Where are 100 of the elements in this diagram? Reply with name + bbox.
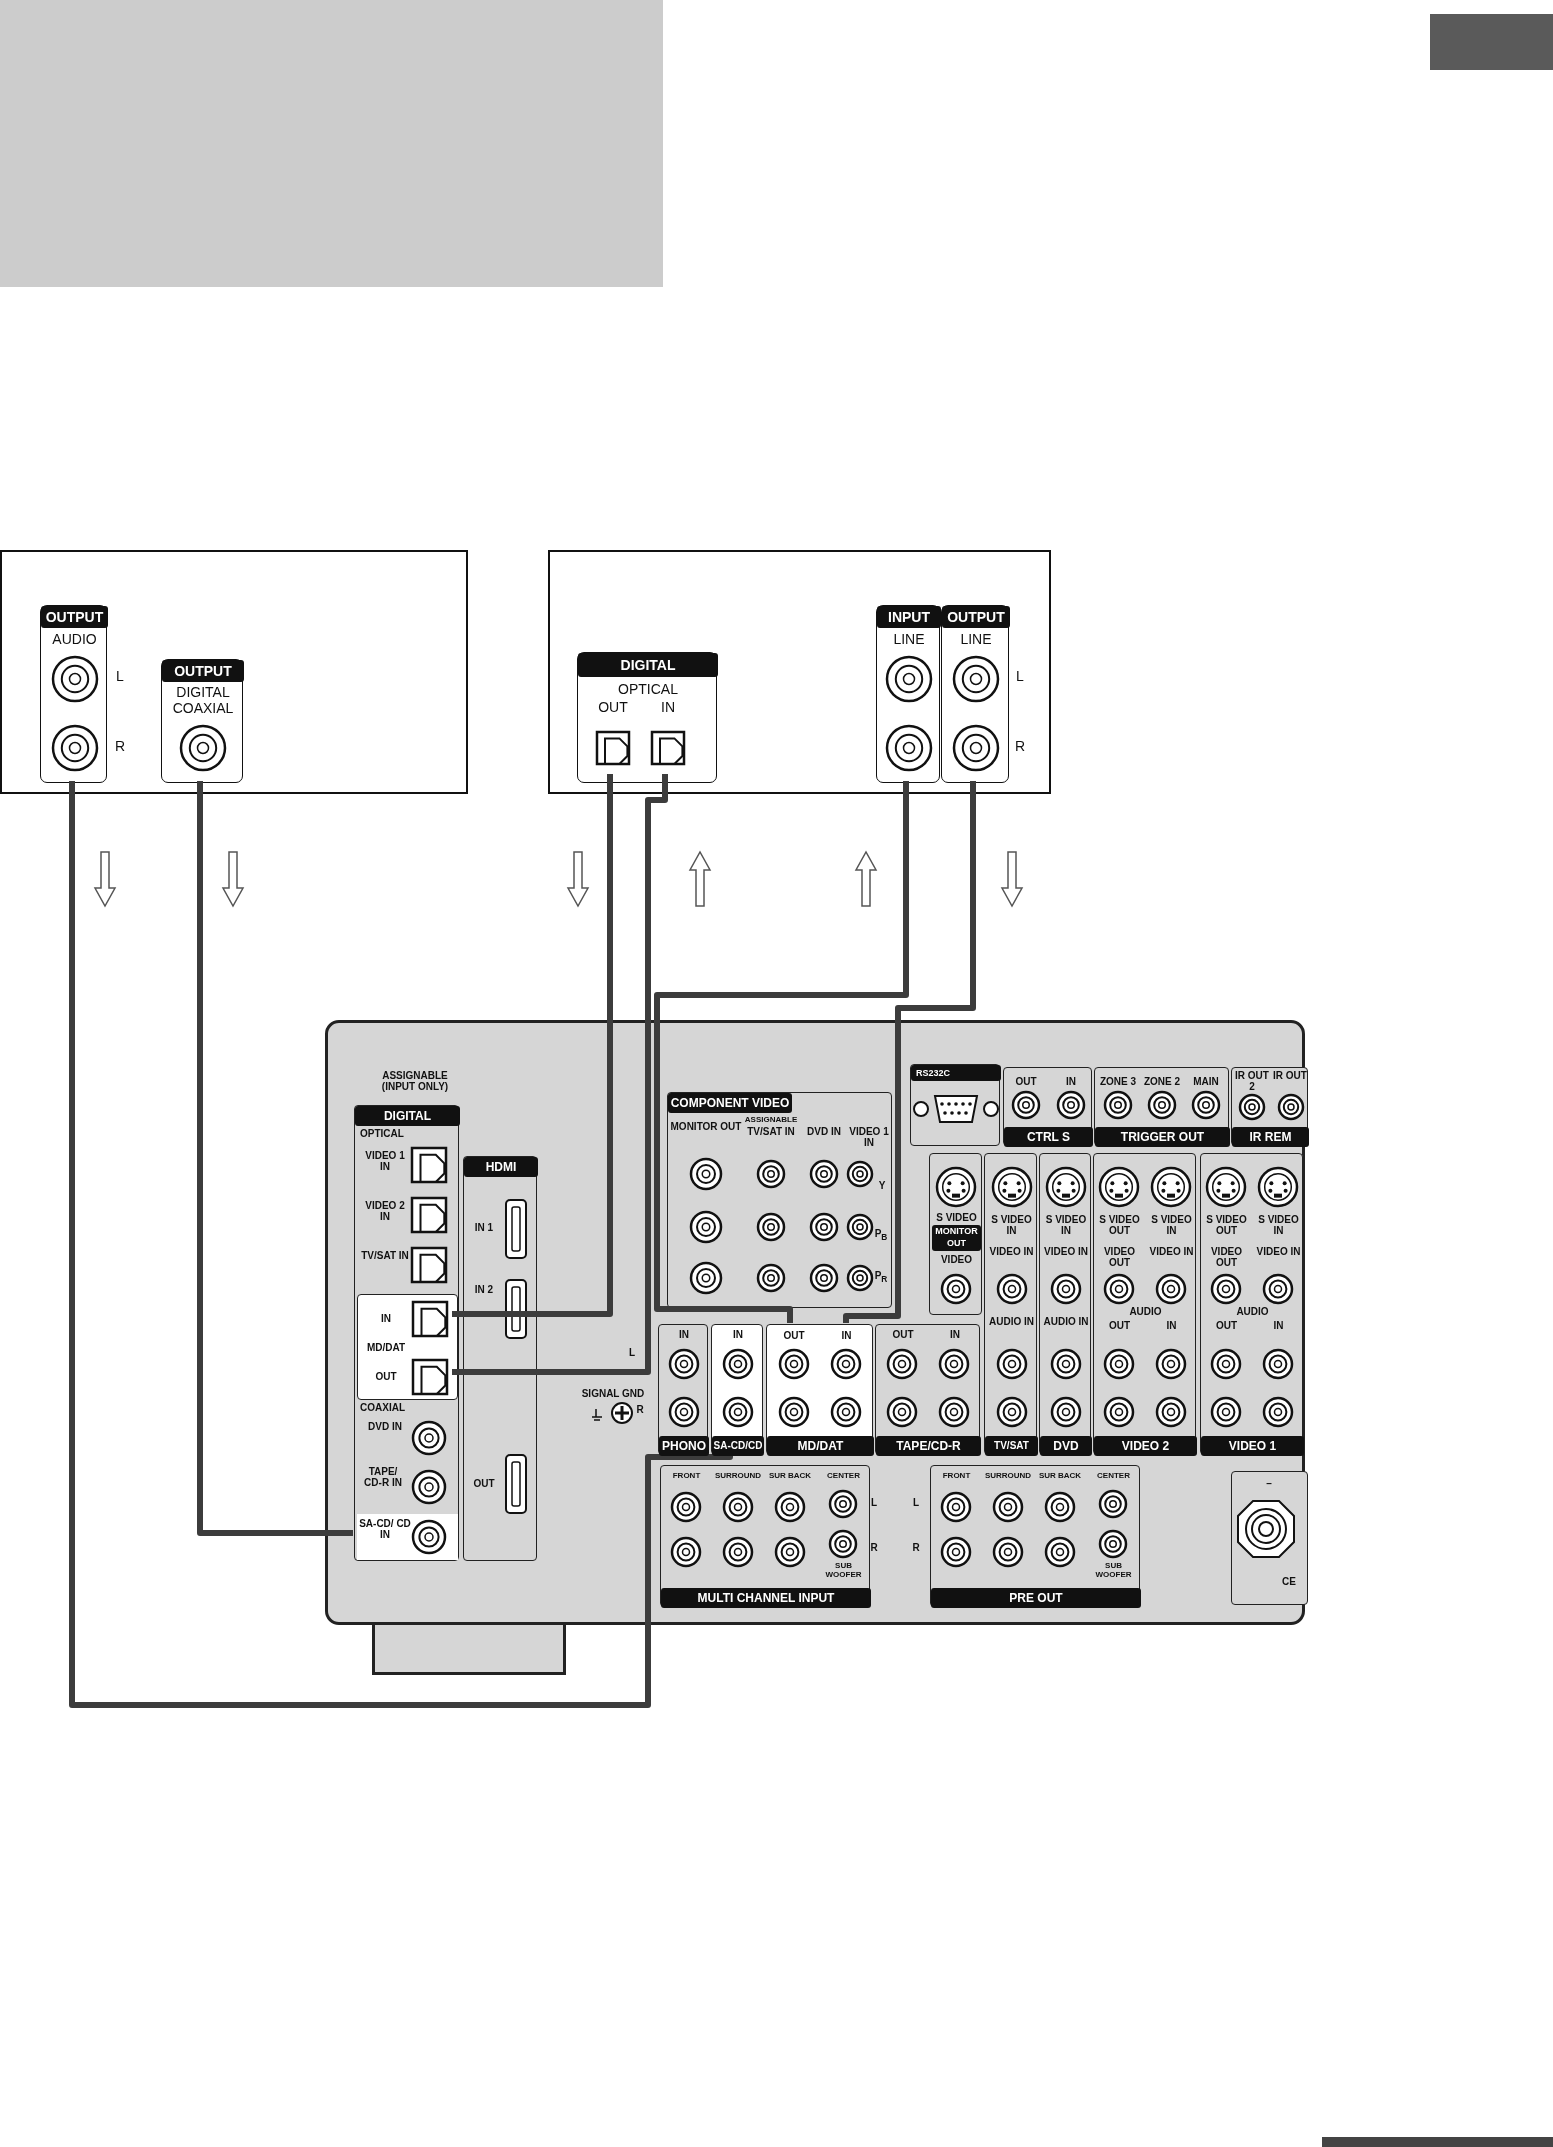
jack-label: S VIDEO OUT bbox=[1205, 1214, 1248, 1236]
jack-label: FRONT bbox=[941, 1470, 972, 1481]
section-heading: SA-CD/CD bbox=[712, 1436, 764, 1456]
jack-label: DVD IN bbox=[367, 1421, 403, 1432]
connector-section bbox=[766, 1324, 873, 1455]
jack-panel bbox=[941, 605, 1009, 783]
jack-label: IN bbox=[840, 1330, 853, 1341]
jack-label: SUR BACK bbox=[767, 1470, 813, 1481]
jack-label: SA-CD/ CD IN bbox=[359, 1518, 411, 1540]
jack-label: DIGITAL COAXIAL bbox=[171, 684, 235, 716]
section-heading: TRIGGER OUT bbox=[1095, 1127, 1230, 1147]
jack-label: Y bbox=[877, 1180, 887, 1191]
jack-label: AUDIO IN bbox=[988, 1316, 1035, 1327]
jack-label: SURROUND bbox=[983, 1470, 1033, 1481]
jack-label: IN bbox=[380, 1313, 392, 1324]
cable bbox=[843, 781, 976, 1323]
section-heading: TV/SAT bbox=[985, 1436, 1038, 1456]
channel-label: R bbox=[911, 1542, 921, 1553]
jack-label: CENTER bbox=[1096, 1470, 1131, 1481]
jack-label: IR OUT bbox=[1272, 1070, 1308, 1081]
jack-label: SURROUND bbox=[713, 1470, 763, 1481]
channel-label: L bbox=[911, 1497, 921, 1508]
jack-label: P$_{R}$ bbox=[873, 1270, 889, 1285]
jack-label: LINE bbox=[892, 631, 926, 647]
cable bbox=[69, 781, 733, 1708]
section-heading: RS232C bbox=[911, 1065, 1001, 1081]
jack-label: IN 2 bbox=[473, 1284, 495, 1295]
jack-label: MD/DAT bbox=[365, 1342, 407, 1353]
jack-label: CENTER bbox=[826, 1470, 861, 1481]
connector-section bbox=[875, 1324, 980, 1455]
connector-section bbox=[910, 1064, 1000, 1146]
connector-section bbox=[1200, 1153, 1303, 1455]
section-heading: VIDEO 2 bbox=[1094, 1436, 1197, 1456]
connector-section bbox=[1039, 1153, 1091, 1455]
jack-label: S VIDEO IN bbox=[990, 1214, 1033, 1236]
channel-label: L bbox=[1015, 668, 1025, 684]
jack-label: IN bbox=[1065, 1076, 1077, 1087]
jack-label: OUT bbox=[374, 1371, 398, 1382]
cable bbox=[452, 774, 668, 1375]
jack-label: OPTICAL bbox=[360, 1128, 405, 1139]
jack-label: MAIN bbox=[1192, 1076, 1220, 1087]
section-heading: OUTPUT bbox=[41, 606, 108, 628]
jack-label: AUDIO IN bbox=[1042, 1316, 1090, 1327]
channel-label: L bbox=[869, 1497, 879, 1508]
jack-label: SUR BACK bbox=[1037, 1470, 1083, 1481]
jack-label: OUT bbox=[1107, 1320, 1132, 1331]
jack-label: TAPE/ CD-R IN bbox=[363, 1466, 403, 1488]
section-heading: DIGITAL bbox=[578, 653, 718, 677]
jack-panel bbox=[40, 605, 107, 783]
jack-label: TV/SAT IN bbox=[360, 1250, 410, 1261]
jack-label: SUB WOOFER bbox=[824, 1561, 863, 1579]
jack-label: FRONT bbox=[671, 1470, 702, 1481]
jack-label: IN 1 bbox=[473, 1222, 495, 1233]
jack-label: MONITOR OUT bbox=[670, 1121, 742, 1132]
jack-label: VIDEO IN bbox=[988, 1246, 1035, 1257]
cable bbox=[197, 781, 353, 1536]
connector-section bbox=[929, 1153, 982, 1315]
jack-label: IN bbox=[949, 1329, 961, 1340]
jack-label: VIDEO 1 IN bbox=[849, 1126, 889, 1148]
channel-label: R bbox=[1013, 738, 1027, 754]
section-heading: PRE OUT bbox=[931, 1588, 1141, 1608]
jack-label: CE bbox=[1281, 1576, 1297, 1587]
jack-label: COAXIAL bbox=[360, 1402, 406, 1413]
jack-panel bbox=[876, 605, 940, 783]
jack-label: IN bbox=[1272, 1320, 1285, 1331]
jack-label: OUT bbox=[891, 1329, 915, 1340]
connector-section bbox=[1231, 1067, 1308, 1146]
section-heading: DIGITAL bbox=[355, 1106, 460, 1126]
channel-label: R bbox=[869, 1542, 879, 1553]
jack-label: AUDIO bbox=[51, 631, 98, 647]
jack-label: ZONE 2 bbox=[1142, 1076, 1182, 1087]
jack-label: VIDEO IN bbox=[1148, 1246, 1195, 1257]
connector-section bbox=[463, 1156, 537, 1561]
device-panel bbox=[0, 550, 468, 794]
jack-label: VIDEO OUT bbox=[1209, 1246, 1244, 1268]
jack-label: ZONE 3 bbox=[1098, 1076, 1138, 1087]
jack-label: P$_{B}$ bbox=[873, 1228, 889, 1243]
connector-section bbox=[711, 1324, 763, 1455]
section-heading: HDMI bbox=[464, 1157, 538, 1177]
jack-label: DVD IN bbox=[806, 1126, 842, 1137]
jack-label: IN bbox=[1165, 1320, 1178, 1331]
jack-label: LINE bbox=[959, 631, 993, 647]
terminal-label: SIGNAL GND bbox=[580, 1388, 646, 1399]
jack-label: VIDEO 1 IN bbox=[364, 1150, 406, 1172]
section-heading: CTRL S bbox=[1004, 1127, 1093, 1147]
connector-section bbox=[658, 1324, 708, 1455]
jack-label: VIDEO OUT bbox=[1102, 1246, 1137, 1268]
receiver-foot bbox=[372, 1625, 566, 1675]
section-heading: VIDEO 1 bbox=[1201, 1436, 1304, 1456]
section-heading: COMPONENT VIDEO bbox=[668, 1093, 792, 1113]
jack-label: S VIDEO IN bbox=[1044, 1214, 1088, 1236]
cable bbox=[654, 781, 909, 1323]
jack-label: AUDIO bbox=[1128, 1306, 1163, 1317]
section-heading: TAPE/CD-R bbox=[876, 1436, 981, 1456]
section-tab bbox=[1430, 14, 1553, 70]
section-heading: OUTPUT bbox=[162, 660, 244, 682]
jack-label: ASSIGNABLE bbox=[744, 1114, 798, 1125]
jack-label: IN bbox=[678, 1329, 690, 1340]
section-heading: DVD bbox=[1040, 1436, 1092, 1456]
channel-label: R bbox=[635, 1404, 645, 1415]
